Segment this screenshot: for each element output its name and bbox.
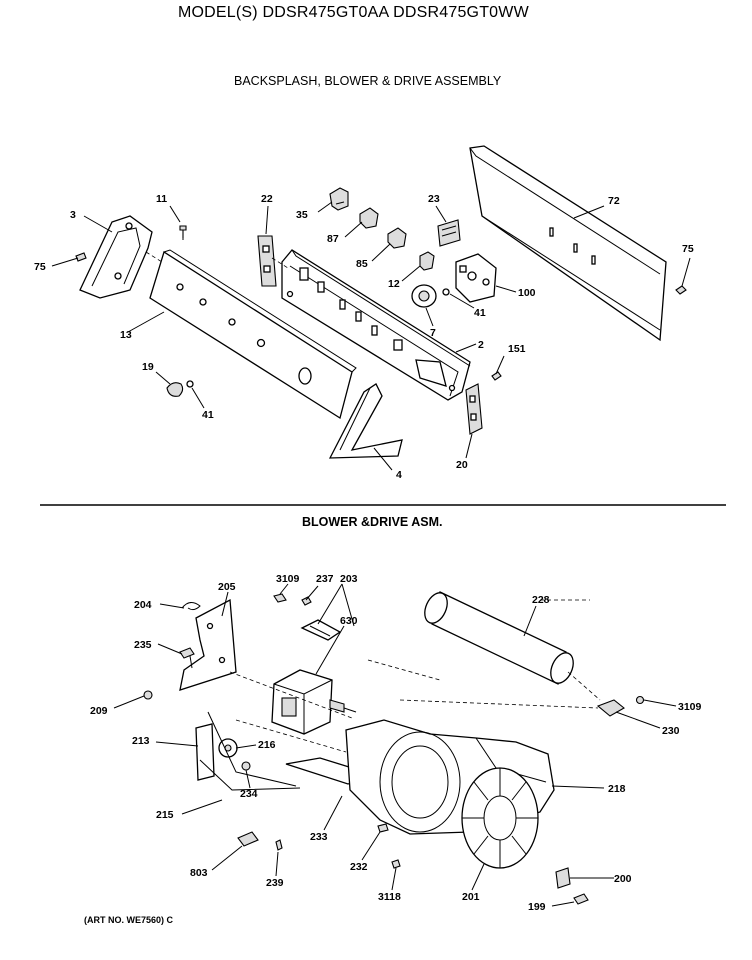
callout-2: 2 bbox=[478, 339, 484, 351]
callout-230: 230 bbox=[662, 725, 680, 737]
callout-75-left: 75 bbox=[34, 261, 46, 273]
section-title-blower-drive: BLOWER &DRIVE ASM. bbox=[302, 515, 443, 529]
part-screw-239 bbox=[275, 839, 283, 851]
callout-3109-top: 3109 bbox=[276, 573, 300, 585]
part-idler-arm-213 bbox=[195, 723, 215, 781]
part-bracket-22 bbox=[257, 235, 277, 287]
callout-41-left: 41 bbox=[202, 409, 214, 421]
part-clip-35 bbox=[329, 187, 349, 211]
callout-72: 72 bbox=[608, 195, 620, 207]
callout-20: 20 bbox=[456, 459, 468, 471]
part-end-cap-left bbox=[79, 215, 153, 299]
assembly-guides-bottom bbox=[229, 599, 601, 753]
part-switch-23 bbox=[437, 219, 461, 247]
part-clip-3109-top bbox=[273, 593, 287, 603]
part-belt-215 bbox=[207, 711, 297, 787]
callout-85: 85 bbox=[356, 258, 368, 270]
art-number: (ART NO. WE7560) C bbox=[84, 915, 174, 925]
part-bracket-200 bbox=[555, 867, 571, 889]
part-support-bracket-4 bbox=[328, 383, 403, 459]
callout-234: 234 bbox=[240, 788, 258, 800]
callout-7: 7 bbox=[430, 327, 436, 339]
callout-205: 205 bbox=[218, 581, 236, 593]
leader-lines-bottom bbox=[113, 583, 677, 907]
callout-201: 201 bbox=[462, 891, 480, 903]
callout-19: 19 bbox=[142, 361, 154, 373]
callout-41-right: 41 bbox=[474, 307, 486, 319]
callout-3: 3 bbox=[70, 209, 76, 221]
assembly-guides-top bbox=[145, 251, 289, 269]
part-washer-234 bbox=[241, 761, 251, 771]
part-rear-panel-72 bbox=[469, 145, 667, 342]
callout-12: 12 bbox=[388, 278, 400, 290]
part-screw-75-right bbox=[675, 285, 687, 295]
callout-228: 228 bbox=[532, 594, 550, 606]
part-clip-204 bbox=[181, 602, 201, 611]
part-screw-199 bbox=[573, 893, 589, 905]
part-clip-85 bbox=[387, 227, 407, 249]
callout-3118: 3118 bbox=[378, 891, 401, 903]
callout-218: 218 bbox=[608, 783, 626, 795]
part-bracket-203 bbox=[300, 619, 342, 641]
part-washer-209 bbox=[143, 690, 153, 700]
callout-100: 100 bbox=[518, 287, 536, 299]
part-screw-3118 bbox=[391, 859, 401, 869]
callout-213: 213 bbox=[132, 735, 150, 747]
part-motor-630 bbox=[271, 669, 333, 735]
callout-803: 803 bbox=[190, 867, 208, 879]
callout-151: 151 bbox=[508, 343, 526, 355]
callout-11: 11 bbox=[156, 193, 167, 205]
callout-237: 237 bbox=[316, 573, 334, 585]
part-mount-plate-205 bbox=[179, 598, 237, 691]
callout-239: 239 bbox=[266, 877, 284, 889]
section-title-backsplash: BACKSPLASH, BLOWER & DRIVE ASSEMBLY bbox=[234, 74, 502, 88]
callout-233: 233 bbox=[310, 831, 328, 843]
callout-199: 199 bbox=[528, 901, 546, 913]
part-thermostat-230 bbox=[596, 699, 625, 717]
callout-3109-right: 3109 bbox=[678, 701, 702, 713]
callout-22: 22 bbox=[261, 193, 273, 205]
callout-235: 235 bbox=[134, 639, 152, 651]
callout-13: 13 bbox=[120, 329, 132, 341]
callout-204: 204 bbox=[134, 599, 152, 611]
callout-200: 200 bbox=[614, 873, 632, 885]
callout-23: 23 bbox=[428, 193, 440, 205]
model-title: MODEL(S) DDSR475GT0AA DDSR475GT0WW bbox=[178, 4, 529, 21]
part-screw-75-left bbox=[75, 252, 87, 262]
part-knob-19 bbox=[166, 382, 184, 397]
part-clip-803 bbox=[237, 831, 259, 847]
part-clip-3109-right bbox=[635, 695, 645, 705]
part-bracket-20 bbox=[465, 383, 483, 435]
callouts-bottom: 205 204 235 209 3109 237 203 630 228 310… bbox=[90, 573, 702, 913]
part-clip-41-right bbox=[442, 288, 450, 296]
part-screw-237 bbox=[301, 596, 312, 606]
callout-87: 87 bbox=[327, 233, 339, 245]
callout-209: 209 bbox=[90, 705, 108, 717]
part-clip-41-left bbox=[186, 380, 194, 388]
callout-203: 203 bbox=[340, 573, 358, 585]
callouts-top: 11 3 75 13 19 41 22 35 87 85 23 12 7 41 … bbox=[34, 193, 694, 481]
callout-232: 232 bbox=[350, 861, 368, 873]
part-screw-232 bbox=[377, 823, 389, 833]
callout-35: 35 bbox=[296, 209, 308, 221]
part-clip-12 bbox=[419, 251, 435, 271]
callout-75-right: 75 bbox=[682, 243, 694, 255]
part-clip-87 bbox=[359, 207, 379, 229]
callout-216: 216 bbox=[258, 739, 276, 751]
callout-630: 630 bbox=[340, 615, 358, 627]
callout-4: 4 bbox=[396, 469, 402, 481]
callout-215: 215 bbox=[156, 809, 174, 821]
leader-lines-top bbox=[51, 201, 691, 471]
part-bolt-235 bbox=[179, 647, 195, 659]
